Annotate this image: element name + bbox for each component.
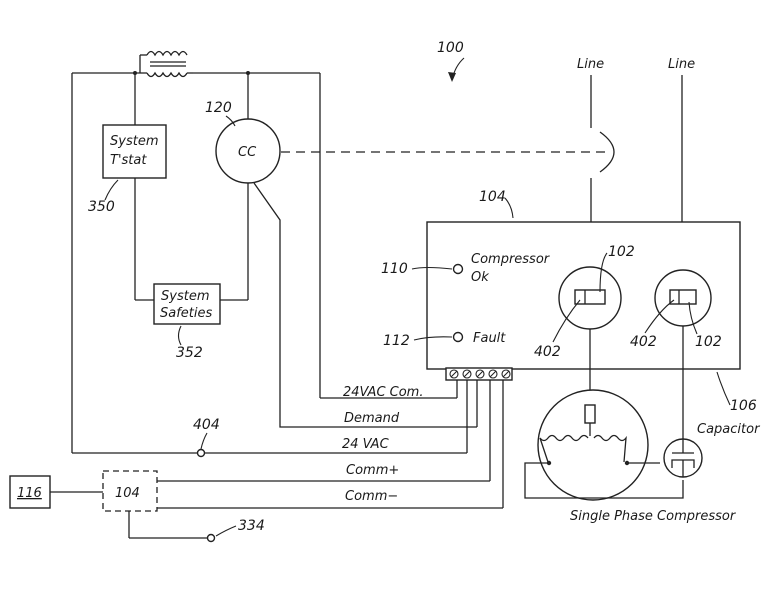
transformer — [139, 50, 193, 78]
wire-demand-label: Demand — [344, 411, 400, 426]
sensor-left-bottom-ref: 402 — [534, 344, 561, 360]
node-ref: 404 — [193, 417, 220, 433]
svg-text:System: System — [161, 289, 209, 304]
fault-led — [452, 331, 464, 343]
module-bottom-ref: 106 — [730, 398, 757, 414]
led-ok-label-2: Ok — [471, 270, 489, 285]
led-fault-ref: 112 — [383, 333, 410, 349]
wire-comm-minus-label: Comm− — [345, 489, 398, 504]
wire-24vac-com-label: 24VAC Com. — [343, 385, 423, 400]
single-phase-compressor — [537, 389, 649, 501]
safeties-ref: 352 — [176, 345, 203, 361]
wire-24vac-label: 24 VAC — [342, 437, 390, 452]
capacitor — [663, 438, 703, 478]
svg-text:System: System — [110, 134, 158, 149]
line-left-label: Line — [577, 57, 604, 72]
box-116: 116 — [9, 475, 51, 509]
bottom-ref: 334 — [238, 518, 265, 534]
sensor-right-right-ref: 102 — [695, 334, 722, 350]
led-ok-label: Compressor — [471, 252, 551, 267]
svg-text:116: 116 — [17, 486, 42, 501]
sensor-left-top-ref: 102 — [608, 244, 635, 260]
thermostat-ref: 350 — [88, 199, 115, 215]
svg-text:Safeties: Safeties — [160, 306, 213, 321]
svg-text:104: 104 — [115, 486, 140, 501]
box-104-dashed: 104 — [102, 470, 158, 512]
svg-text:CC: CC — [238, 145, 257, 160]
compressor-ok-led — [452, 263, 464, 275]
wire-comm-plus-label: Comm+ — [346, 463, 399, 478]
system-safeties: System Safeties — [153, 283, 221, 325]
sensor-right-left-ref: 402 — [630, 334, 657, 350]
contactor-coil: CC — [215, 118, 281, 184]
line-right-label: Line — [668, 57, 695, 72]
module-ref: 104 — [479, 189, 506, 205]
led-fault-label: Fault — [473, 331, 506, 346]
system-thermostat: System T'stat — [102, 124, 167, 179]
led-ok-ref: 110 — [381, 261, 408, 277]
compressor-label: Single Phase Compressor — [570, 509, 737, 524]
figure-ref: 100 — [437, 40, 464, 56]
contactor-ref: 120 — [205, 100, 232, 116]
capacitor-label: Capacitor — [697, 422, 761, 437]
svg-text:T'stat: T'stat — [110, 153, 147, 168]
terminal-block — [445, 367, 513, 381]
current-sensor-right — [654, 269, 712, 327]
current-sensor-left — [558, 266, 622, 330]
